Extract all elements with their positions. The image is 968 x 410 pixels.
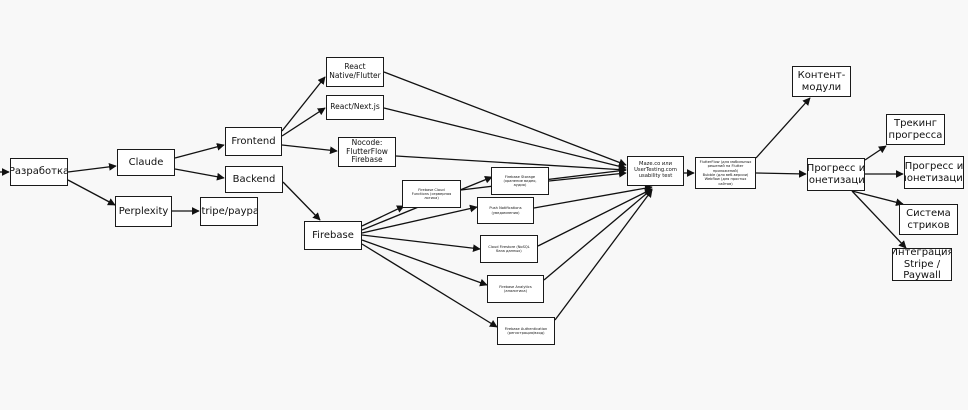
node-streak-system[interactable]: Система стриков <box>899 204 958 235</box>
node-nocode[interactable]: Nocode: FlutterFlow Firebase <box>338 137 396 167</box>
node-firebase-cloud-functions[interactable]: Firebase Cloud Functions (серверная логи… <box>402 180 461 208</box>
edge-arrow-20 <box>548 169 627 182</box>
node-progress-monetization[interactable]: Прогресс и монетизация <box>807 158 865 191</box>
edge-arrow-14 <box>361 239 488 287</box>
edge-arrow-4 <box>174 143 225 159</box>
edge-arrow-12 <box>361 204 478 234</box>
edge-arrow-15 <box>361 243 498 328</box>
edge-arrow-9 <box>282 181 321 221</box>
node-push-notifications[interactable]: Push Notifications (уведомления) <box>477 197 534 224</box>
node-firebase-auth[interactable]: Firebase Authentication (регистрация/вхо… <box>497 317 555 345</box>
edge-arrow-18 <box>395 155 627 174</box>
edge-arrow-8 <box>281 144 338 155</box>
node-progress-tracking[interactable]: Трекинг прогресса <box>886 114 945 145</box>
node-maze[interactable]: Maze.co или UserTesting.com usability te… <box>627 156 684 186</box>
node-react-next[interactable]: React/Next.js <box>326 95 384 120</box>
edge-arrow-5 <box>174 168 225 181</box>
edge-arrow-13 <box>361 234 481 253</box>
node-content-modules[interactable]: Контент- модули <box>792 66 851 97</box>
node-deploy[interactable]: FlutterFlow (для мобильных решений на Fl… <box>695 157 756 189</box>
node-firebase[interactable]: Firebase <box>304 221 362 250</box>
edge-arrow-17 <box>383 107 627 171</box>
edge-arrow-24 <box>554 189 653 321</box>
node-stripe-paypal[interactable]: stripe/paypal <box>200 197 258 226</box>
node-firebase-analytics[interactable]: Firebase Analytics (аналитика) <box>487 275 544 303</box>
edge-arrow-10 <box>361 205 405 227</box>
node-claude[interactable]: Claude <box>117 149 175 176</box>
edge-arrow-31 <box>851 190 907 249</box>
edge-arrow-7 <box>281 107 326 137</box>
edge-arrow-16 <box>383 71 627 167</box>
edge-arrow-27 <box>755 97 811 159</box>
node-progress-monetization-2[interactable]: Прогресс и монетизация <box>904 156 964 189</box>
edge-arrow-28 <box>864 145 887 161</box>
edge-arrow-30 <box>851 190 904 207</box>
edge-arrow-21 <box>533 184 653 209</box>
node-razrabotka[interactable]: Разработка <box>10 158 68 186</box>
node-backend[interactable]: Backend <box>225 166 283 193</box>
node-firebase-storage[interactable]: Firebase Storage (хранение видео, аудио) <box>491 167 549 195</box>
edge-arrow-23 <box>543 188 653 281</box>
node-stripe-integration[interactable]: Интеграция Stripe / Paywall <box>892 248 952 281</box>
node-perplexity[interactable]: Perplexity <box>115 196 172 227</box>
edge-arrow-2 <box>67 179 116 206</box>
node-frontend[interactable]: Frontend <box>225 127 282 156</box>
edge-arrow-6 <box>281 76 326 132</box>
edge-arrow-26 <box>755 169 807 178</box>
edge-arrow-1 <box>67 163 117 173</box>
edge-arrow-22 <box>537 188 653 247</box>
node-react-native[interactable]: React Native/Flutter <box>326 57 384 87</box>
node-cloud-firestore[interactable]: Cloud Firestore (NoSQL база данных) <box>480 235 538 263</box>
